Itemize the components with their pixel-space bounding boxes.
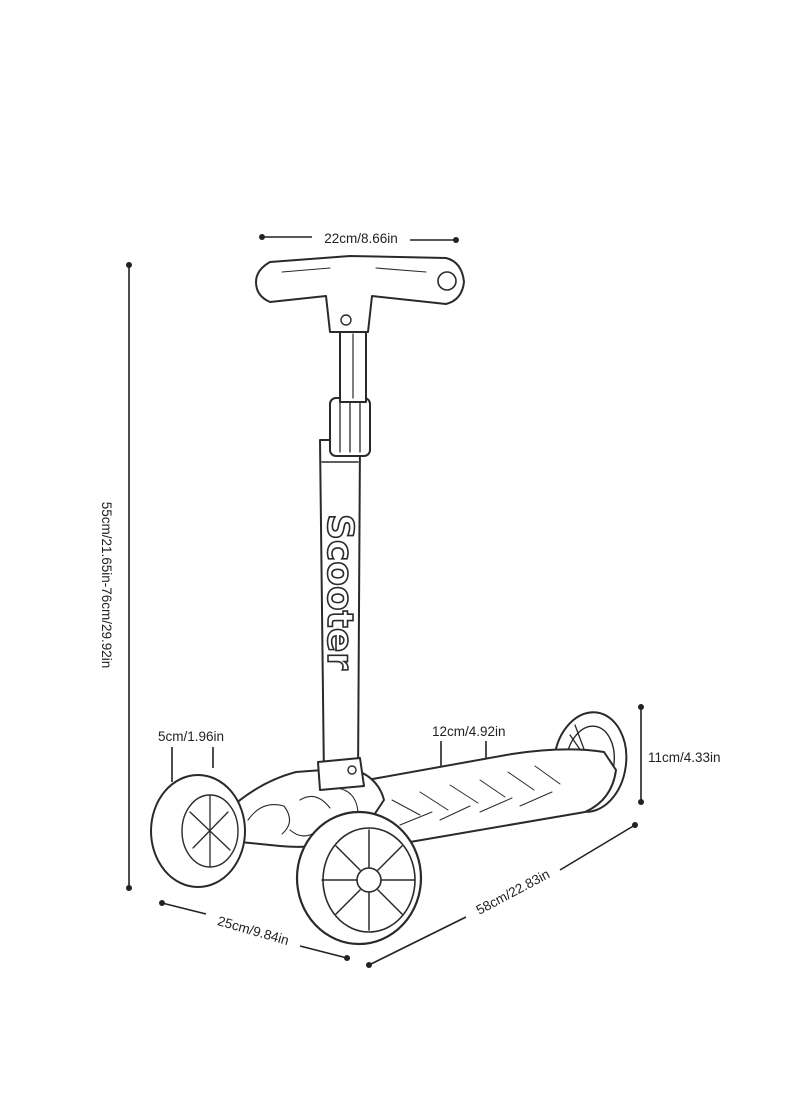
scooter-illustration: Scooter: [150, 255, 628, 946]
front-wheel-width-dimension: 5cm/1.96in: [158, 729, 224, 782]
upper-tube: [339, 329, 367, 403]
handlebar-width-label: 22cm/8.66in: [324, 231, 398, 246]
deck-width-dimension: 12cm/4.92in: [432, 724, 506, 776]
rear-height-label: 11cm/4.33in: [648, 750, 721, 765]
front-left-wheel: [150, 774, 246, 888]
front-base-width-label: 25cm/9.84in: [216, 913, 291, 948]
front-wheel-width-label: 5cm/1.96in: [158, 729, 224, 744]
overall-length-label: 58cm/22.83in: [474, 866, 553, 917]
stem-base-joint: [317, 757, 365, 791]
front-right-wheel: [295, 810, 423, 946]
stem: Scooter: [318, 439, 361, 781]
deck-width-label: 12cm/4.92in: [432, 724, 506, 739]
stem-branding-text: Scooter: [319, 514, 360, 670]
rear-height-dimension: 11cm/4.33in: [638, 704, 721, 805]
handlebar-width-dimension: 22cm/8.66in: [259, 231, 459, 246]
height-range-label: 55cm/21.65in-76cm/29.92in: [99, 502, 114, 669]
height-dimension: 55cm/21.65in-76cm/29.92in: [99, 262, 132, 891]
handlebar: [255, 255, 465, 333]
height-clamp: [329, 397, 371, 457]
